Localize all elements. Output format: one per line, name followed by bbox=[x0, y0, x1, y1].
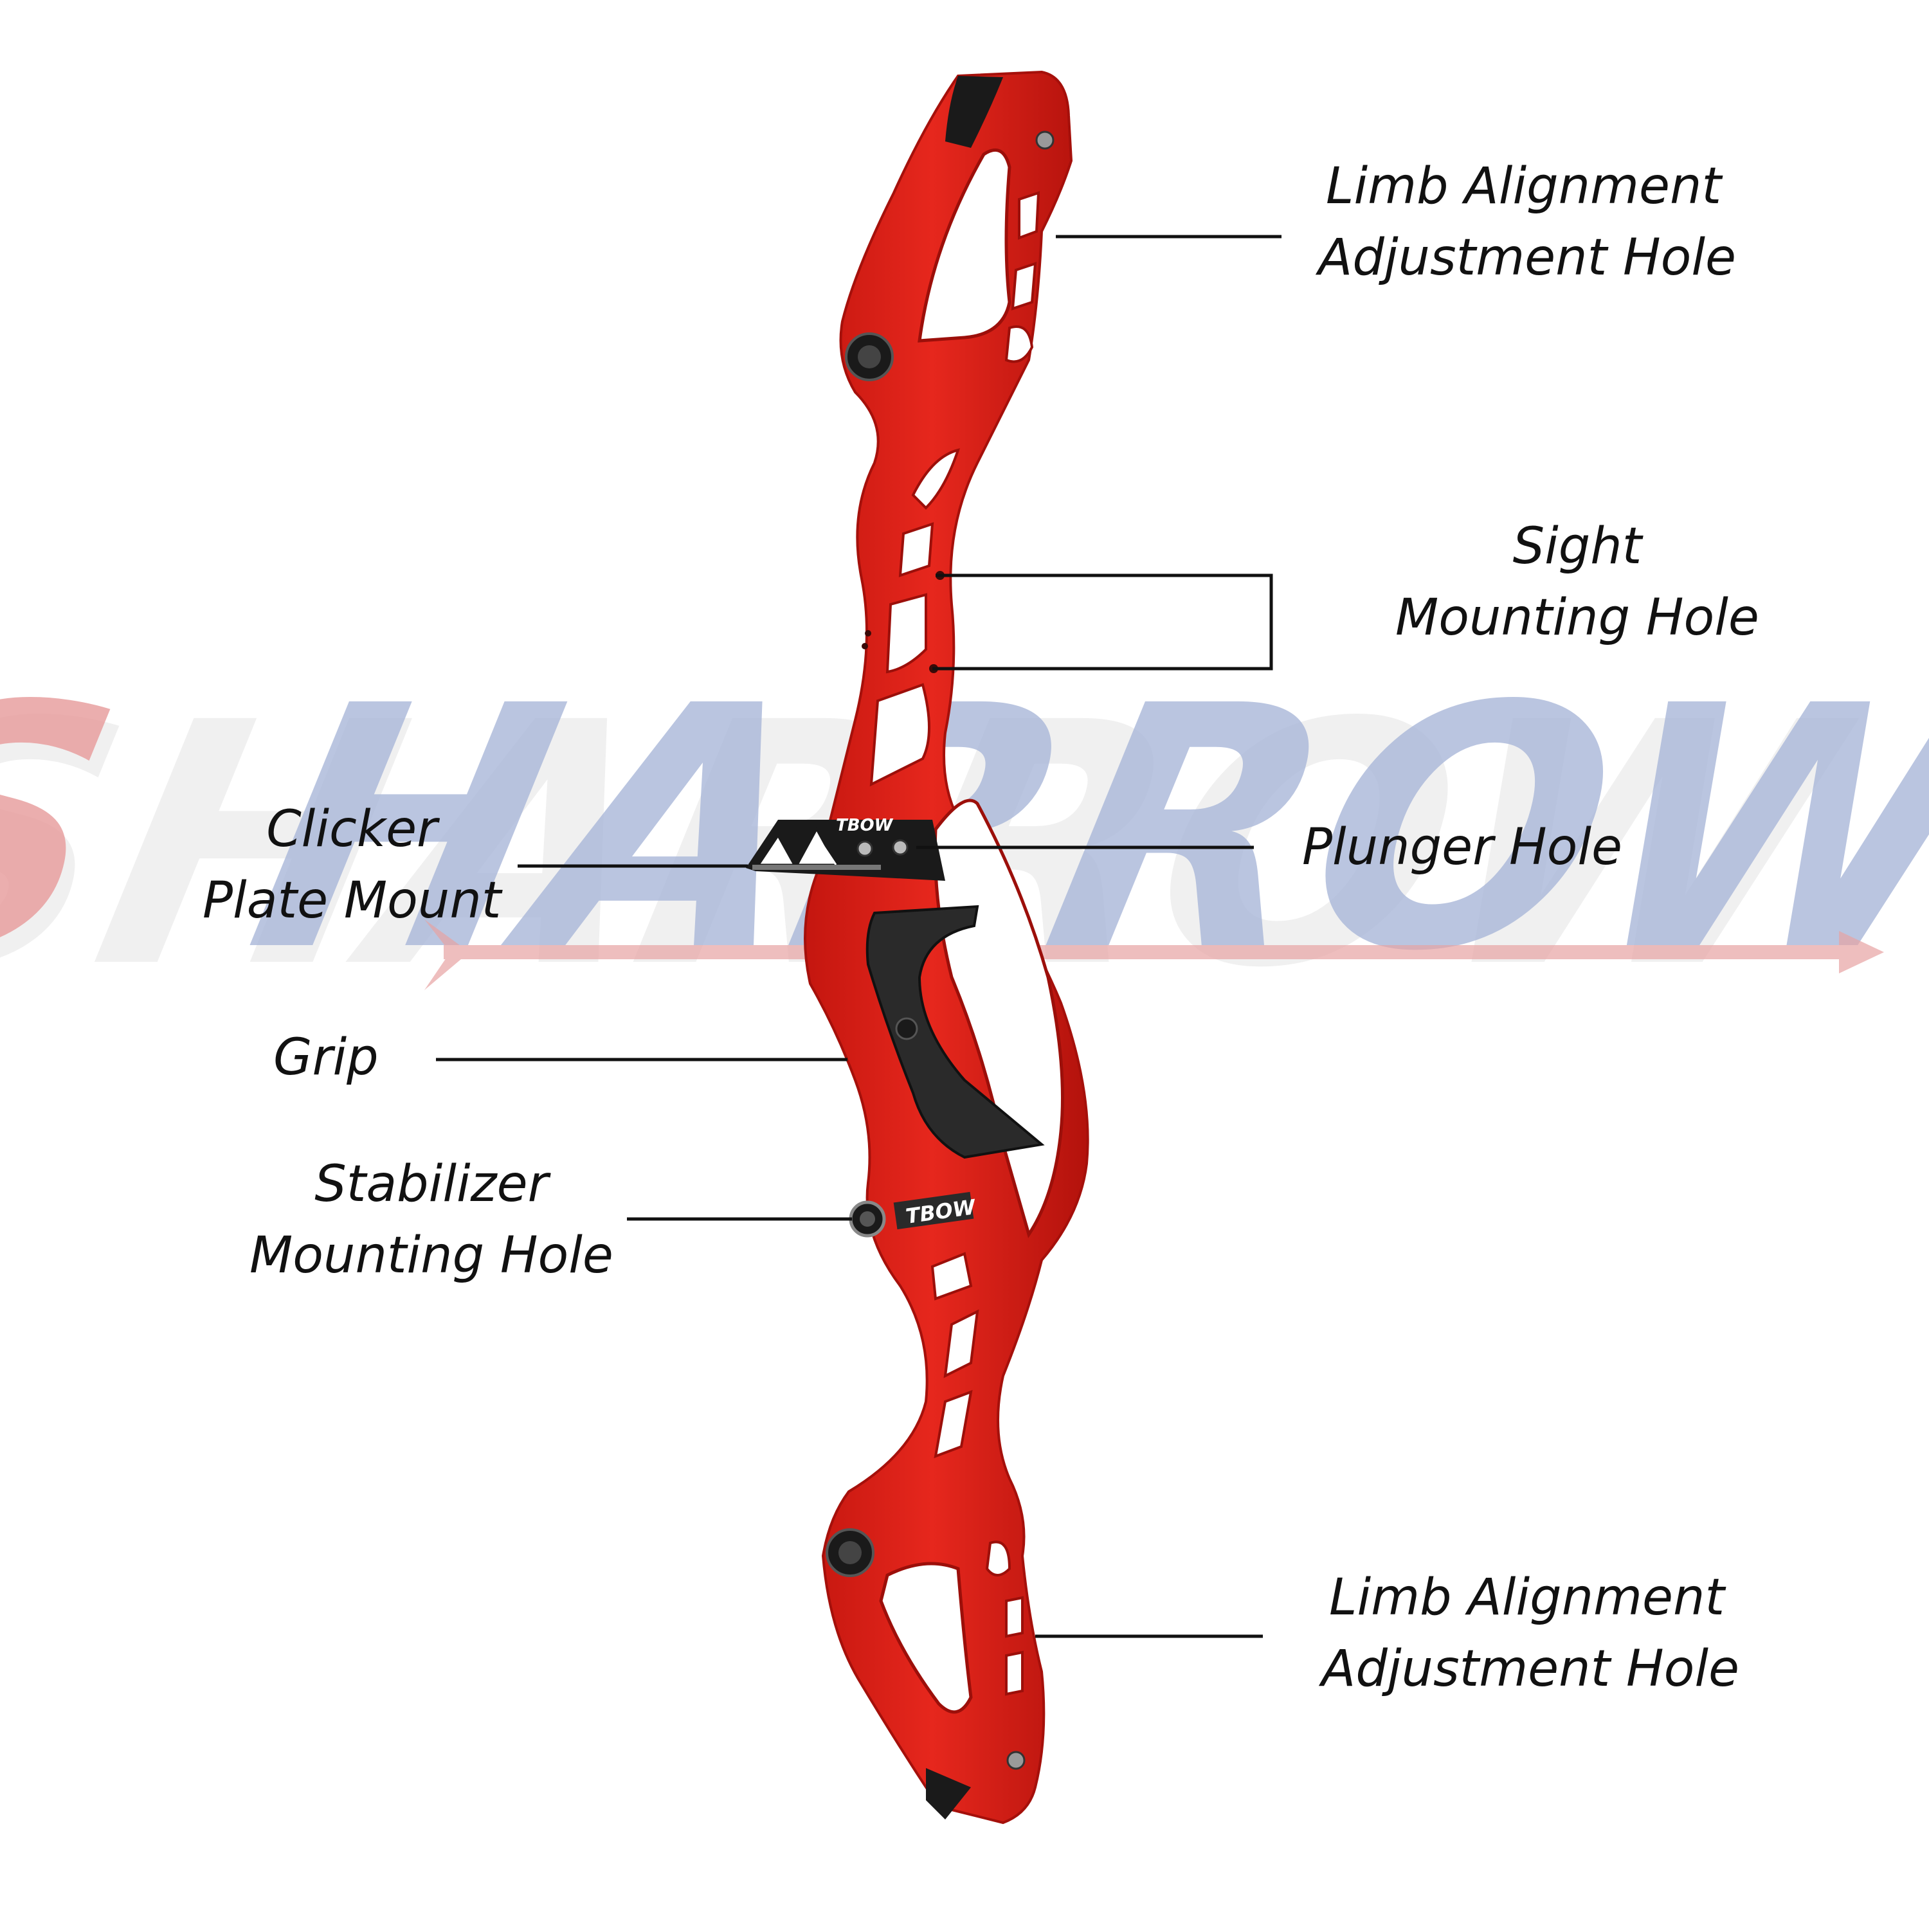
label-sight-line-2: Mounting Hole bbox=[1395, 588, 1759, 647]
label-limb-alignment-top-line-1: Limb Alignment bbox=[1326, 158, 1722, 215]
lower-cutout-1 bbox=[930, 1252, 973, 1301]
label-limb-alignment-bottom-line-1: Limb Alignment bbox=[1329, 1569, 1725, 1627]
leader-line-sight bbox=[932, 573, 1273, 671]
label-stabilizer-line-1: Stabilizer bbox=[314, 1155, 548, 1213]
watermark-arrow bbox=[424, 919, 1884, 990]
label-stabilizer-line-2: Mounting Hole bbox=[249, 1226, 613, 1285]
label-stabilizer-mounting-hole: Stabilizer Mounting Hole bbox=[249, 1149, 613, 1292]
mid-cutout-1 bbox=[911, 448, 961, 510]
plunger-hole-1 bbox=[856, 840, 873, 857]
bottom-limb-pocket bbox=[926, 1768, 971, 1819]
label-limb-alignment-bottom-line-2: Adjustment Hole bbox=[1321, 1639, 1740, 1698]
label-limb-alignment-bottom: Limb Alignment Adjustment Hole bbox=[1321, 1562, 1739, 1705]
label-clicker-plate-mount: Clicker Plate Mount bbox=[203, 794, 501, 937]
label-clicker-line-2: Plate Mount bbox=[203, 871, 502, 930]
upper-cutout-3 bbox=[1004, 325, 1034, 363]
label-grip-line-1: Grip bbox=[273, 1029, 379, 1087]
label-limb-alignment-top-line-2: Adjustment Hole bbox=[1318, 228, 1737, 287]
lower-cutout-6 bbox=[1005, 1650, 1024, 1696]
label-limb-alignment-top: Limb Alignment Adjustment Hole bbox=[1318, 151, 1736, 294]
grip-screw bbox=[895, 1017, 918, 1040]
upper-cutout-2 bbox=[1011, 262, 1037, 311]
lower-cutout-2 bbox=[943, 1309, 979, 1378]
lower-cutout-5 bbox=[1005, 1596, 1024, 1638]
lower-cutout-4 bbox=[985, 1540, 1011, 1576]
plunger-hole-2 bbox=[892, 839, 909, 856]
lower-cutout-3 bbox=[934, 1389, 973, 1459]
label-grip: Grip bbox=[273, 1022, 379, 1094]
lower-window bbox=[879, 1562, 973, 1714]
label-sight-mounting-hole: Sight Mounting Hole bbox=[1395, 511, 1759, 654]
grip bbox=[865, 905, 1045, 1159]
side-hole-2 bbox=[862, 643, 868, 649]
top-alignment-screw bbox=[1035, 131, 1055, 150]
mid-cutout-2 bbox=[898, 522, 934, 577]
bottom-alignment-screw bbox=[1006, 1751, 1026, 1770]
riser: TBOW TBOW bbox=[746, 70, 1089, 1825]
clicker-plate bbox=[746, 820, 945, 881]
upper-cutout-1 bbox=[1018, 191, 1040, 240]
label-sight-line-1: Sight bbox=[1512, 518, 1642, 575]
label-plunger-line-1: Plunger Hole bbox=[1302, 818, 1622, 876]
label-plunger-hole: Plunger Hole bbox=[1302, 812, 1622, 883]
side-hole-1 bbox=[865, 630, 871, 636]
watermark-letters: HARROW bbox=[226, 635, 1929, 1024]
leader-lines bbox=[436, 235, 1281, 1638]
stabilizer-bushing bbox=[849, 1200, 886, 1238]
bottom-limb-bolt bbox=[826, 1528, 874, 1577]
label-clicker-line-1: Clicker bbox=[266, 800, 438, 858]
mid-cutout-3 bbox=[885, 593, 927, 674]
upper-window bbox=[918, 148, 1011, 343]
top-limb-pocket bbox=[945, 76, 1003, 148]
brand-logo-upper: TBOW bbox=[836, 816, 894, 835]
top-limb-bolt bbox=[845, 332, 894, 381]
mid-cutout-4 bbox=[869, 683, 930, 787]
